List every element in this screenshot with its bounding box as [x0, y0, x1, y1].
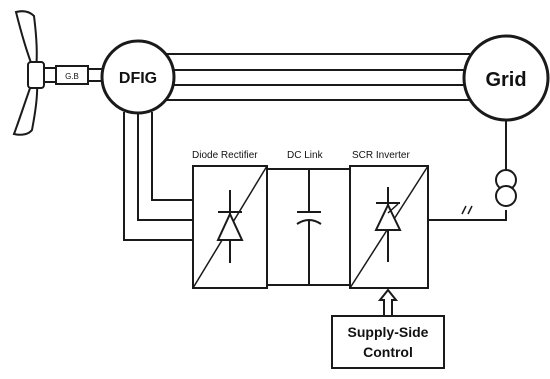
capacitor-icon	[296, 169, 322, 285]
arrow-up-icon	[377, 288, 399, 319]
dfig-label: DFIG	[119, 70, 157, 87]
stator-grid-lines	[166, 53, 470, 101]
scr-thyristor-icon	[374, 187, 402, 262]
diode-icon	[216, 190, 244, 263]
turbine-shaft	[43, 67, 57, 83]
rectifier-label: Diode Rectifier	[192, 150, 258, 161]
grid-node: Grid	[462, 34, 550, 122]
grid-label: Grid	[485, 69, 526, 91]
dc-link: DC Link	[287, 150, 324, 285]
control-label-line1: Supply-Side	[348, 324, 429, 340]
gearbox-label: G.B	[65, 72, 79, 81]
wind-turbine-icon	[12, 10, 45, 136]
control-label-line2: Control	[363, 344, 413, 360]
inverter-label: SCR Inverter	[352, 150, 410, 161]
gearbox-icon: G.B	[55, 65, 89, 85]
transformer-icon	[495, 120, 517, 207]
scr-inverter: SCR Inverter	[349, 150, 429, 289]
dc-link-label: DC Link	[287, 150, 324, 161]
inverter-output-line	[428, 205, 507, 221]
rotor-leads	[123, 112, 193, 241]
dfig-generator: DFIG	[100, 39, 176, 115]
diode-rectifier: Diode Rectifier	[192, 150, 268, 289]
supply-side-control: Supply-Side Control	[331, 315, 445, 369]
